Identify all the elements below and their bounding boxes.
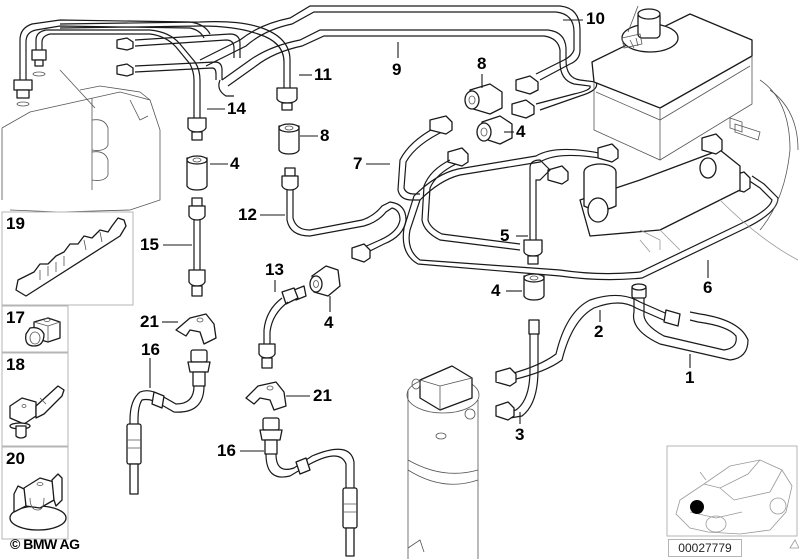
pipe-clip-20-drawing xyxy=(9,473,67,531)
callout-5[interactable]: 5 xyxy=(500,226,510,245)
pressure-accumulator xyxy=(406,365,480,559)
callout-4-left[interactable]: 4 xyxy=(230,154,240,173)
callout-9[interactable]: 9 xyxy=(392,60,402,79)
union-nut-8-top xyxy=(464,83,503,115)
callout-4-right[interactable]: 4 xyxy=(491,281,501,300)
callout-16-right[interactable]: 16 xyxy=(217,441,236,460)
callout-2[interactable]: 2 xyxy=(594,322,604,341)
callout-6[interactable]: 6 xyxy=(703,278,713,297)
callout-8-top[interactable]: 8 xyxy=(477,54,487,73)
brake-pipe-15 xyxy=(188,197,206,297)
callout-11[interactable]: 11 xyxy=(314,65,332,84)
brake-fluid-reservoir xyxy=(591,5,753,161)
brake-pipe-9 xyxy=(218,29,598,111)
union-nut-4-center xyxy=(309,265,341,297)
callout-10[interactable]: 10 xyxy=(586,9,605,28)
locator-marker xyxy=(690,500,704,514)
callout-7[interactable]: 7 xyxy=(353,154,363,173)
callout-12[interactable]: 12 xyxy=(238,205,257,224)
diagram-id: 00027779 xyxy=(668,539,742,557)
callout-8-left[interactable]: 8 xyxy=(320,126,330,145)
callout-21-upper[interactable]: 21 xyxy=(140,312,159,331)
callout-15[interactable]: 15 xyxy=(140,235,159,254)
callout-16-left[interactable]: 16 xyxy=(141,340,160,359)
union-nut-4-top xyxy=(476,115,513,145)
callout-3[interactable]: 3 xyxy=(515,425,525,444)
union-nut-4-left xyxy=(186,155,208,191)
union-nut-4-right xyxy=(523,273,545,301)
abs-hydraulic-unit xyxy=(1,69,161,213)
clip-strip-19-drawing xyxy=(15,217,127,297)
pipe-stubs xyxy=(116,33,241,80)
master-cyl-fitting xyxy=(547,165,569,185)
car-locator-inset xyxy=(666,445,799,549)
bracket-21-upper xyxy=(175,313,217,345)
brake-pipe-12 xyxy=(281,167,407,263)
callout-14[interactable]: 14 xyxy=(227,99,246,118)
callout-1[interactable]: 1 xyxy=(685,368,695,387)
inset-label-19[interactable]: 19 xyxy=(6,214,25,233)
pipe-clip-17-drawing xyxy=(25,317,61,347)
union-nut-8-left xyxy=(278,123,300,155)
callout-4-top[interactable]: 4 xyxy=(516,122,526,141)
master-cylinder xyxy=(579,79,799,261)
leader-lines xyxy=(149,19,709,452)
callout-13[interactable]: 13 xyxy=(265,260,284,279)
copyright-notice: © BMW AG xyxy=(10,536,80,552)
abs-pipe-bundle xyxy=(13,19,211,107)
fitting-5 xyxy=(523,239,543,265)
inset-label-18[interactable]: 18 xyxy=(6,355,25,374)
pipe-clip-18-drawing xyxy=(9,385,65,439)
brake-hose-16-left xyxy=(126,349,211,495)
brake-pipe-14 xyxy=(46,29,207,141)
inset-label-20[interactable]: 20 xyxy=(6,449,25,468)
pipe-9-fitting xyxy=(515,75,539,95)
bracket-21-lower xyxy=(245,381,287,411)
pipe-5-top xyxy=(529,159,551,240)
inset-panels xyxy=(1,211,134,540)
brake-hose-16-right xyxy=(259,417,358,557)
brake-pipe-11 xyxy=(59,21,298,111)
brake-hose-3 xyxy=(495,319,540,421)
callout-21-lower[interactable]: 21 xyxy=(313,386,332,405)
brake-pipe-13 xyxy=(258,285,307,369)
callout-4-center[interactable]: 4 xyxy=(324,313,334,332)
inset-label-17[interactable]: 17 xyxy=(6,308,25,327)
pipe-10-fitting xyxy=(511,99,535,119)
brake-pipe-10 xyxy=(199,5,581,81)
brake-pipe-7 xyxy=(397,115,521,251)
brake-hose-1 xyxy=(631,283,749,361)
brake-hose-2 xyxy=(495,294,681,387)
